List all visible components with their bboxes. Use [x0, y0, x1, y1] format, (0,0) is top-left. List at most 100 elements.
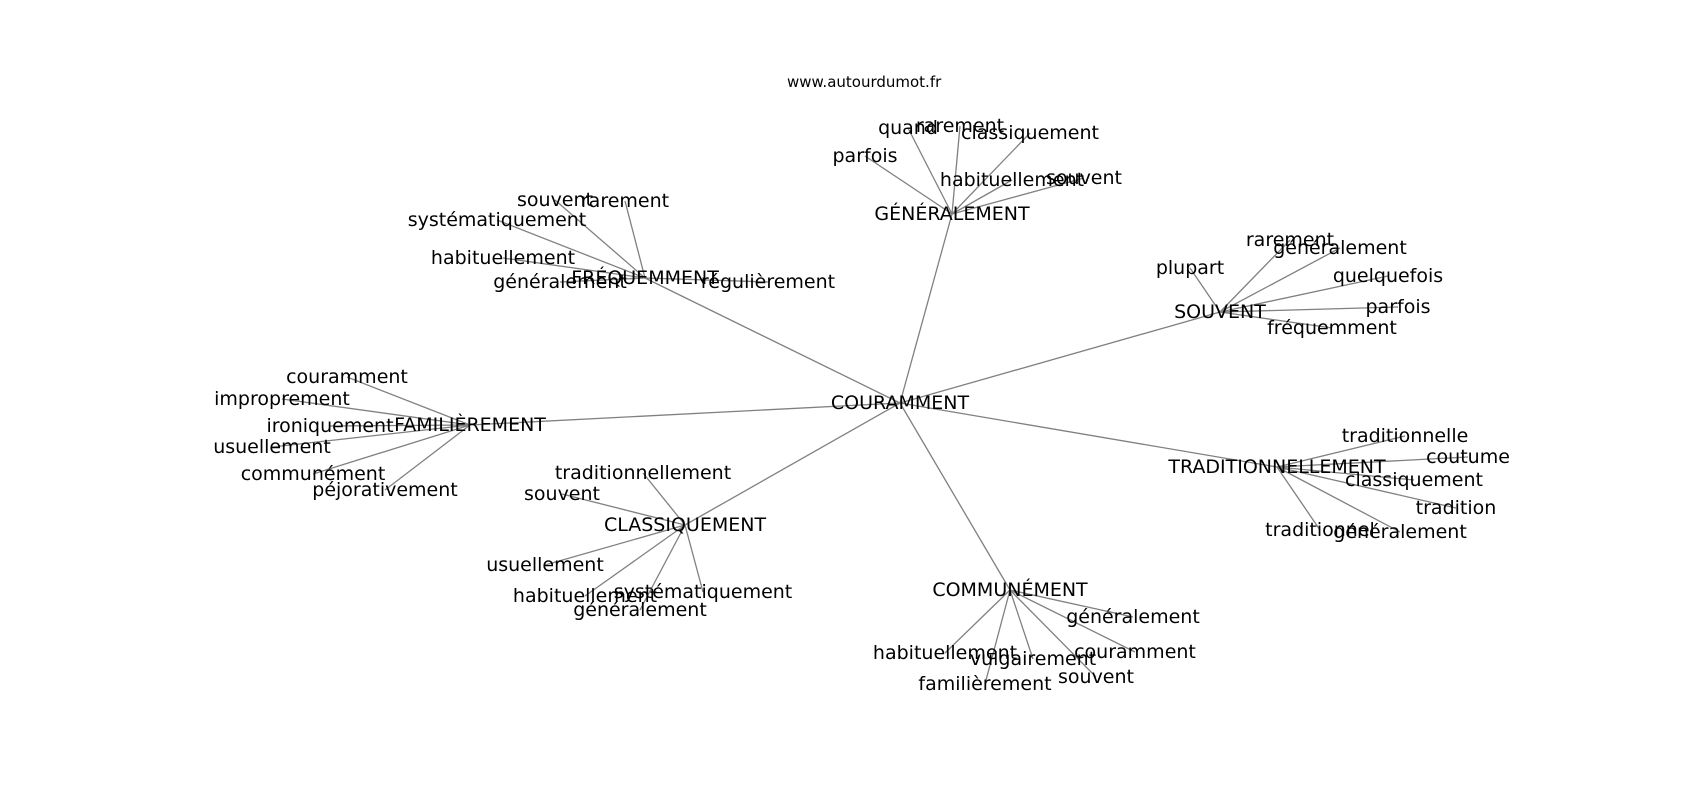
center-hub-edge	[644, 277, 901, 404]
hub-leaf-edge	[1009, 589, 1034, 660]
leaf-word[interactable]: plupart	[1156, 257, 1224, 279]
center-hub-edge	[469, 402, 901, 426]
hub-leaf-edge	[1219, 306, 1399, 313]
hub-leaf-edge	[1009, 589, 1136, 653]
hub-leaf-edge	[642, 472, 686, 526]
leaf-word[interactable]: traditionnel	[1265, 519, 1375, 541]
leaf-word[interactable]: quand	[878, 117, 938, 139]
hub-leaf-edge	[1009, 589, 1097, 678]
leaf-word[interactable]: péjorativement	[312, 479, 457, 501]
leaf-word[interactable]: couramment	[286, 366, 408, 388]
hub-leaf-edge	[502, 257, 646, 279]
hub-leaf-edge	[1189, 267, 1221, 313]
center-hub-edge	[899, 213, 953, 404]
leaf-word[interactable]: habituellement	[940, 169, 1084, 191]
leaf-word[interactable]: parfois	[1365, 296, 1430, 318]
leaf-word[interactable]: habituellement	[431, 247, 575, 269]
leaf-word[interactable]: improprement	[214, 388, 350, 410]
leaf-word[interactable]: traditionnellement	[555, 462, 731, 484]
leaf-word[interactable]: souvent	[517, 189, 593, 211]
leaf-word[interactable]: souvent	[1046, 167, 1122, 189]
edge-layer	[271, 125, 1469, 685]
leaf-word[interactable]: généralement	[1333, 521, 1467, 543]
hub-leaf-edge	[1009, 589, 1134, 618]
hub-word[interactable]: FRÉQUEMMENT	[571, 266, 719, 289]
hub-leaf-edge	[1219, 239, 1291, 313]
hub-leaf-edge	[281, 398, 471, 426]
leaf-word[interactable]: généralement	[1066, 606, 1200, 628]
leaf-word[interactable]: vulgairement	[970, 648, 1096, 670]
leaf-word[interactable]: généralement	[573, 599, 707, 621]
site-url: www.autourdumot.fr	[787, 73, 942, 91]
hub-leaf-edge	[951, 132, 1031, 215]
hub-leaf-edge	[554, 199, 646, 279]
hub-leaf-edge	[1219, 311, 1333, 329]
leaf-word[interactable]: habituellement	[873, 642, 1017, 664]
label-layer: quandrarementclassiquementparfoishabitue…	[213, 115, 1510, 695]
hub-leaf-edge	[1276, 466, 1321, 531]
hub-leaf-edge	[907, 127, 953, 215]
hub-leaf-edge	[561, 493, 686, 526]
hub-leaf-edge	[951, 177, 1085, 215]
leaf-word[interactable]: quelquefois	[1333, 265, 1443, 287]
hub-word[interactable]: GÉNÉRALEMENT	[874, 202, 1030, 225]
leaf-word[interactable]: classiquement	[1345, 469, 1483, 491]
hub-leaf-edge	[559, 277, 646, 283]
leaf-word[interactable]: rarement	[916, 115, 1004, 137]
hub-word[interactable]: TRADITIONNELLEMENT	[1167, 456, 1386, 478]
leaf-word[interactable]: systématiquement	[408, 209, 587, 231]
leaf-word[interactable]: traditionnelle	[1342, 425, 1469, 447]
hub-leaf-edge	[951, 179, 1013, 215]
center-hub-edge	[684, 402, 901, 526]
leaf-word[interactable]: rarement	[581, 190, 669, 212]
hub-leaf-edge	[1276, 466, 1401, 533]
hub-leaf-edge	[496, 219, 646, 279]
hub-leaf-edge	[1219, 275, 1389, 313]
hub-leaf-edge	[684, 524, 704, 593]
center-word[interactable]: COURAMMENT	[831, 392, 970, 414]
hub-leaf-edge	[544, 524, 686, 566]
leaf-word[interactable]: parfois	[832, 145, 897, 167]
leaf-word[interactable]: souvent	[524, 483, 600, 505]
leaf-word[interactable]: rarement	[1246, 229, 1334, 251]
leaf-word[interactable]: habituellement	[513, 585, 657, 607]
leaf-word[interactable]: ironiquement	[266, 415, 393, 437]
hub-leaf-edge	[584, 524, 686, 597]
center-hub-edge	[899, 311, 1221, 404]
hub-leaf-edge	[1219, 247, 1341, 313]
leaf-word[interactable]: communément	[241, 463, 386, 485]
leaf-word[interactable]: familièrement	[918, 673, 1051, 695]
hub-leaf-edge	[639, 524, 686, 611]
hub-leaf-edge	[644, 277, 769, 283]
hub-word[interactable]: CLASSIQUEMENT	[604, 514, 766, 536]
leaf-word[interactable]: couramment	[1074, 641, 1196, 663]
leaf-word[interactable]: coutume	[1426, 446, 1510, 468]
leaf-word[interactable]: fréquemment	[1267, 317, 1397, 339]
leaf-word[interactable]: souvent	[1058, 666, 1134, 688]
leaf-word[interactable]: tradition	[1416, 497, 1497, 519]
hub-word[interactable]: COMMUNÉMENT	[932, 578, 1088, 601]
hub-word[interactable]: FAMILIÈREMENT	[394, 413, 546, 436]
leaf-word[interactable]: généralement	[1273, 237, 1407, 259]
hub-leaf-edge	[864, 155, 953, 215]
leaf-word[interactable]: usuellement	[486, 554, 604, 576]
hub-leaf-edge	[384, 424, 471, 491]
leaf-word[interactable]: régulièrement	[701, 271, 835, 293]
hub-word[interactable]: SOUVENT	[1174, 301, 1266, 323]
hub-leaf-edge	[329, 424, 471, 427]
leaf-word[interactable]: systématiquement	[614, 581, 793, 603]
hub-leaf-edge	[951, 125, 961, 215]
hub-leaf-edge	[984, 589, 1011, 685]
leaf-word[interactable]: classiquement	[961, 122, 1099, 144]
leaf-word[interactable]: usuellement	[213, 436, 331, 458]
hub-leaf-edge	[312, 424, 471, 475]
hub-leaf-edge	[271, 424, 471, 448]
hub-leaf-edge	[1276, 466, 1415, 481]
hub-leaf-edge	[1276, 435, 1406, 468]
hub-leaf-edge	[1276, 466, 1457, 509]
center-hub-edge	[899, 402, 1278, 468]
leaf-word[interactable]: généralement	[493, 271, 627, 293]
center-hub-edge	[899, 402, 1011, 591]
hub-leaf-edge	[944, 589, 1011, 654]
